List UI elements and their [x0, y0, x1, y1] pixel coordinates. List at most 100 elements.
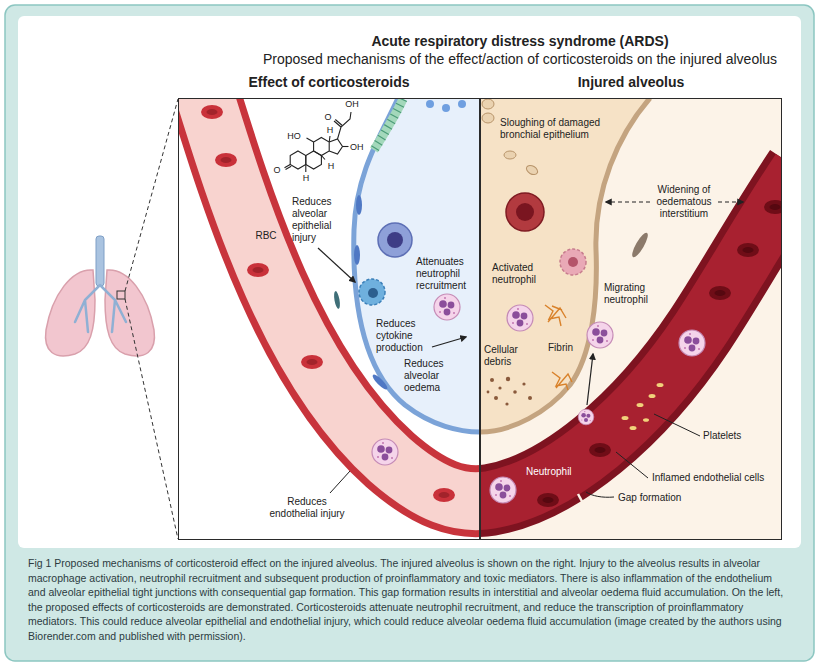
debris-dot: [494, 396, 498, 400]
effect-note: Reduces endothelial injury: [262, 496, 352, 520]
cell-label: Fibrin: [548, 342, 582, 354]
hydrocortisone-structure: [285, 112, 352, 172]
panel-heading: Injured alveolus: [451, 74, 811, 91]
epithelial-cell: [426, 100, 434, 108]
neutrophil-cell: [434, 294, 460, 320]
atom-label: O: [322, 112, 334, 122]
cell-label: Neutrophil: [526, 466, 586, 478]
lung-lobe: [105, 270, 154, 356]
effect-note: Reduces alveolar epithelial injury: [292, 196, 350, 244]
red-blood-cell: [764, 200, 781, 214]
effect-note: Reduces cytokine production: [376, 318, 438, 354]
arrows: [318, 202, 743, 405]
subtitle: Proposed mechanisms of the effect/action…: [170, 51, 819, 68]
platelet: [649, 394, 656, 398]
debris-dot: [506, 377, 510, 381]
fibrin-strand: [545, 305, 566, 326]
ring: [314, 138, 330, 156]
bond: [285, 165, 292, 170]
red-blood-cell: [201, 105, 223, 119]
fibroblast: [630, 231, 651, 259]
epithelial-cell: [359, 279, 385, 305]
platelet: [622, 416, 629, 420]
red-blood-cell: [709, 286, 731, 300]
leader-line: [586, 492, 614, 497]
effect-arrow: [318, 248, 355, 282]
debris-dot: [528, 396, 532, 400]
fibrin-strand: [552, 372, 572, 390]
neutrophil-cell: [507, 305, 533, 331]
red-blood-cell: [433, 488, 455, 502]
atom-label: H: [301, 173, 311, 183]
panel-heading: Effect of corticosteroids: [149, 74, 509, 91]
migrating-neutrophil: [587, 322, 613, 348]
platelet: [637, 403, 644, 407]
leader-lines: [330, 414, 700, 497]
debris-dot: [522, 382, 525, 385]
ring: [290, 151, 306, 169]
platelet: [630, 426, 637, 430]
sloughed-cell: [482, 113, 494, 123]
neutrophil-cell: [372, 439, 398, 465]
alveolar-macrophage: [378, 223, 412, 257]
sloughed-cell: [482, 99, 494, 109]
atom-label: H: [325, 125, 335, 135]
leader-line: [654, 414, 700, 436]
neutrophil-cell: [490, 477, 516, 503]
cell-nucleus: [368, 288, 378, 298]
cell-label: Inflamed endothelial cells: [652, 472, 780, 484]
endothelial-gap: [578, 494, 584, 505]
debris-dot: [498, 386, 501, 389]
figure-ground: [18, 16, 801, 548]
alveolar-space: [480, 99, 650, 432]
alveolar-wall: [480, 99, 650, 432]
bond: [307, 138, 314, 142]
sloughed-cell: [504, 151, 516, 159]
cell-label: RBC: [251, 230, 281, 242]
migrating-neutrophil: [578, 409, 594, 425]
macrophage-nucleus: [387, 232, 403, 248]
leader-line: [330, 471, 350, 493]
red-blood-cell: [589, 443, 611, 457]
injury-note: Widening of oedematous interstitium: [648, 184, 720, 220]
epithelial-cell: [458, 100, 466, 108]
diagram-title: Acute respiratory distress syndrome (ARD…: [170, 33, 819, 50]
cell-label: Cellular debris: [484, 344, 532, 368]
injury-note: Sloughing of damaged bronchial epitheliu…: [500, 117, 618, 141]
red-blood-cell: [537, 493, 559, 507]
vessel-wall: [480, 99, 781, 501]
leader-line: [616, 452, 648, 478]
lung-lobe: [46, 270, 95, 356]
sloughed-cell: [525, 164, 539, 177]
alveolar-wall: [354, 99, 480, 432]
injured-alveolus: [480, 99, 650, 432]
atom-label: OH: [342, 99, 362, 109]
atom-label: O: [271, 165, 283, 175]
platelet: [643, 418, 649, 422]
epithelial-cell: [442, 104, 450, 112]
normal-alveolus: [333, 99, 480, 432]
figure-caption: Fig 1 Proposed mechanisms of corticoster…: [28, 556, 792, 643]
debris-dot: [487, 391, 490, 394]
normal-capillary: [200, 99, 480, 502]
vessel-lumen: [200, 99, 480, 501]
neutrophil-cell: [679, 330, 705, 356]
width-arrow: [606, 201, 650, 202]
platelet: [657, 383, 664, 387]
debris-dot: [513, 390, 517, 394]
bond: [343, 146, 349, 147]
bond: [334, 120, 342, 128]
flat-epithelial-cell: [356, 195, 362, 215]
activated-macrophage: [506, 193, 544, 231]
cell-label: Activated neutrophil: [492, 262, 552, 286]
zoom-line: [125, 99, 178, 539]
bronchial-epithelium: [374, 99, 403, 150]
cell-label: Migrating neutrophil: [604, 282, 662, 306]
alveolar-space: [354, 99, 480, 432]
cell-label: Platelets: [703, 430, 755, 442]
flat-epithelial-cell: [354, 245, 360, 265]
cellular-debris: [487, 377, 532, 406]
debris-dot: [490, 378, 494, 382]
